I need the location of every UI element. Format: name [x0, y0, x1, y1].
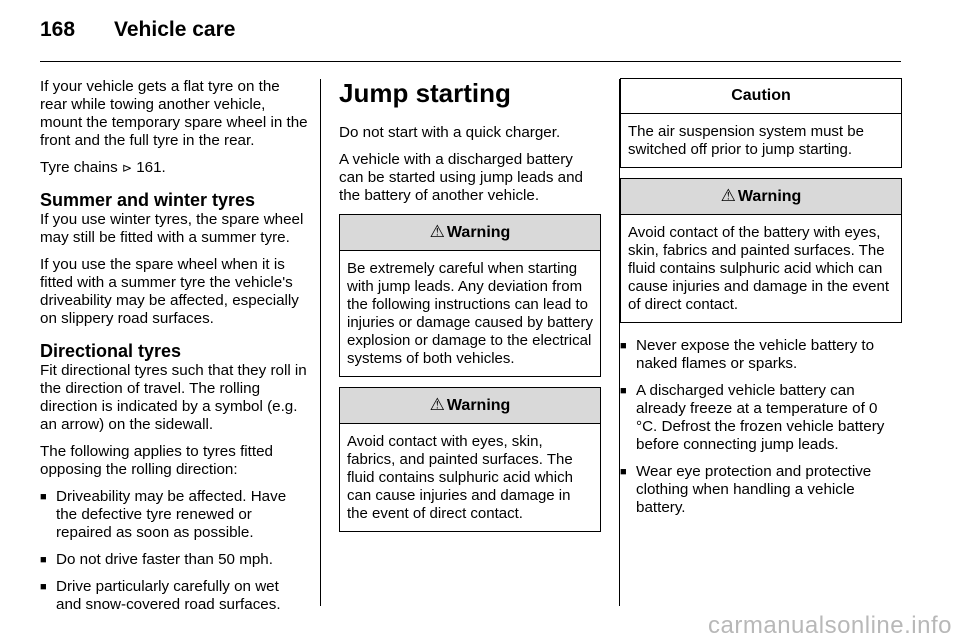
page-number: 168 [40, 18, 76, 41]
warning-box-header: ⚠Warning [621, 179, 901, 215]
warning-box-text: Avoid contact with eyes, skin, fabrics, … [347, 433, 573, 522]
list-item: Wear eye protection and protective cloth… [620, 463, 902, 517]
warning-box-text: Be extremely careful when starting with … [347, 260, 593, 367]
watermark: carmanualsonline.info [708, 612, 952, 639]
page-header: 168 Vehicle care [40, 18, 235, 42]
jump-paragraph-2: A vehicle with a discharged battery can … [339, 151, 584, 204]
flat-tyre-paragraph: If your vehicle gets a flat tyre on the … [40, 78, 308, 149]
warning-title: Warning [446, 397, 511, 414]
list-item: Never expose the vehicle battery to nake… [620, 337, 902, 373]
tyre-chains-text: Tyre chains [40, 159, 118, 176]
summer-winter-heading: Summer and winter tyres [40, 190, 256, 210]
page-reference-icon: ⊳ [121, 161, 132, 175]
warning-triangle-icon: ⚠ [720, 186, 736, 205]
summer-paragraph-2: If you use the spare wheel when it is fi… [40, 256, 299, 327]
warning-triangle-icon: ⚠ [429, 222, 445, 241]
list-item: A discharged vehicle battery can already… [620, 382, 902, 454]
battery-bullet-list: Never expose the vehicle battery to nake… [620, 337, 902, 517]
directional-bullet-list: Driveability may be affected. Have the d… [40, 488, 308, 614]
summer-paragraph-1: If you use winter tyres, the spare wheel… [40, 211, 304, 246]
jump-starting-title: Jump starting [339, 78, 511, 108]
warning-title: Warning [737, 188, 802, 205]
warning-box-header: ⚠Warning [340, 215, 600, 251]
column-right: Caution The air suspension system must b… [620, 78, 902, 526]
warning-triangle-icon: ⚠ [429, 395, 445, 414]
caution-box-text: The air suspension system must be switch… [628, 123, 864, 158]
warning-title: Warning [446, 224, 511, 241]
warning-box-2: ⚠Warning Avoid contact with eyes, skin, … [339, 387, 601, 532]
column-divider-left [320, 79, 321, 606]
chapter-title: Vehicle care [114, 18, 236, 41]
caution-box-header: Caution [621, 79, 901, 114]
header-rule [40, 61, 901, 62]
tyre-chains-reference: Tyre chains ⊳ 161. [40, 159, 308, 177]
caution-box: Caution The air suspension system must b… [620, 78, 902, 168]
list-item: Drive particularly carefully on wet and … [40, 578, 308, 614]
warning-box-3: ⚠Warning Avoid contact of the battery wi… [620, 178, 902, 323]
column-left: If your vehicle gets a flat tyre on the … [40, 78, 308, 623]
jump-paragraph-1: Do not start with a quick charger. [339, 124, 561, 141]
directional-paragraph-1: Fit directional tyres such that they rol… [40, 362, 307, 433]
list-item: Do not drive faster than 50 mph. [40, 551, 308, 569]
warning-box-text: Avoid contact of the battery with eyes, … [628, 224, 890, 313]
directional-tyres-heading: Directional tyres [40, 341, 182, 361]
column-middle: Jump starting Do not start with a quick … [339, 78, 601, 542]
warning-box-1: ⚠Warning Be extremely careful when start… [339, 214, 601, 377]
warning-box-header: ⚠Warning [340, 388, 600, 424]
list-item: Driveability may be affected. Have the d… [40, 488, 308, 542]
directional-paragraph-2: The following applies to tyres fitted op… [40, 443, 273, 478]
tyre-chains-page-link[interactable]: 161. [136, 159, 166, 176]
